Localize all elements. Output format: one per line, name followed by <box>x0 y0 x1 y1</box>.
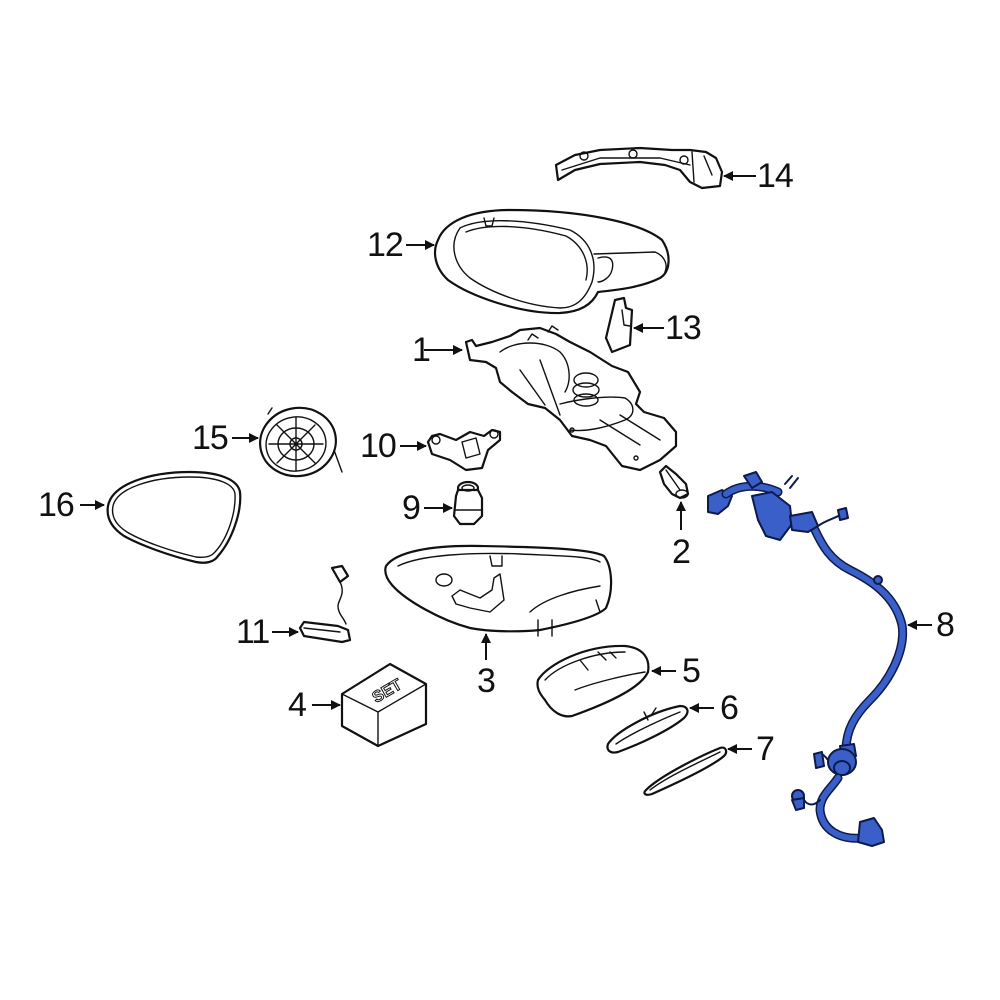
part-1-mirror-bracket[interactable] <box>464 325 678 472</box>
callout-label-1: 1 <box>412 331 431 369</box>
part-10-bracket[interactable] <box>426 428 502 472</box>
part-16-mirror-glass[interactable] <box>106 470 242 564</box>
callout-label-14: 14 <box>757 157 794 195</box>
part-3-lower-housing[interactable] <box>384 544 613 637</box>
part-14-trim-strip[interactable] <box>554 146 724 190</box>
callout-label-11: 11 <box>236 613 270 651</box>
part-12-mirror-housing[interactable] <box>433 208 670 315</box>
callout-label-8: 8 <box>936 606 955 644</box>
callout-label-6: 6 <box>720 689 739 727</box>
callout-label-3: 3 <box>477 662 496 700</box>
part-5-signal-housing[interactable] <box>536 644 650 718</box>
callout-label-15: 15 <box>192 419 229 457</box>
part-11-puddle-lamp[interactable] <box>298 564 352 644</box>
callout-label-5: 5 <box>682 652 701 690</box>
callout-label-16: 16 <box>38 486 75 524</box>
callout-label-10: 10 <box>360 427 397 465</box>
callout-label-2: 2 <box>672 533 691 571</box>
part-7-signal-lens[interactable] <box>643 746 728 796</box>
callout-label-12: 12 <box>367 226 404 264</box>
part-4-set-kit[interactable]: SET <box>340 662 428 748</box>
callout-label-13: 13 <box>665 309 702 347</box>
part-9-pivot-motor[interactable] <box>452 480 484 526</box>
part-13-cover-cap[interactable] <box>604 296 634 354</box>
callout-label-7: 7 <box>756 730 775 768</box>
part-6-signal-lamp[interactable] <box>606 704 689 754</box>
callout-label-9: 9 <box>402 489 421 527</box>
part-8-wiring-harness[interactable] <box>707 471 908 847</box>
part-15-actuator-disc[interactable] <box>255 402 343 482</box>
part-2-clip[interactable] <box>658 464 690 500</box>
callout-label-4: 4 <box>288 686 307 724</box>
